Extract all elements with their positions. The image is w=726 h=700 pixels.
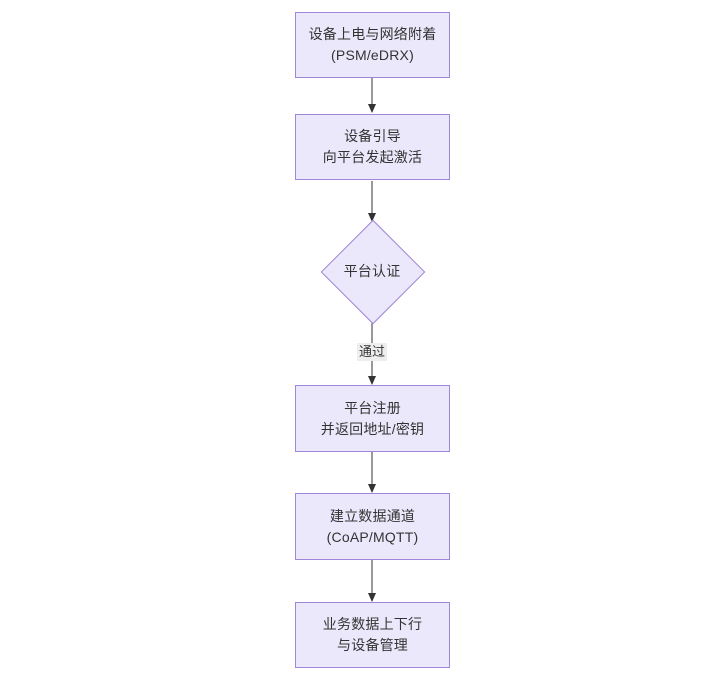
node-line: 设备上电与网络附着 [308, 26, 437, 42]
node-line: 建立数据通道 [329, 507, 416, 524]
node-device-bootstrap[interactable]: 设备引导 向平台发起激活 [295, 114, 450, 180]
node-line: 向平台发起激活 [322, 149, 423, 165]
node-line: 业务数据上下行 [322, 616, 423, 632]
node-line: 与设备管理 [337, 637, 408, 653]
node-line: 平台注册 [344, 399, 401, 416]
edge-label-pass: 通过 [356, 343, 388, 361]
node-establish-data-channel[interactable]: 建立数据通道 (CoAP/MQTT) [295, 493, 450, 560]
node-business-data-and-device-mgmt[interactable]: 业务数据上下行 与设备管理 [295, 602, 450, 668]
node-platform-register[interactable]: 平台注册 并返回地址/密钥 [295, 385, 450, 452]
node-platform-auth-decision[interactable]: 平台认证 [320, 219, 426, 325]
node-line: 并返回地址/密钥 [320, 420, 425, 437]
node-line: 平台认证 [343, 262, 401, 279]
node-line: (CoAP/MQTT) [326, 528, 419, 545]
node-line: 设备引导 [344, 128, 401, 144]
node-line: (PSM/eDRX) [331, 47, 414, 63]
node-device-power-on[interactable]: 设备上电与网络附着 (PSM/eDRX) [295, 12, 450, 78]
